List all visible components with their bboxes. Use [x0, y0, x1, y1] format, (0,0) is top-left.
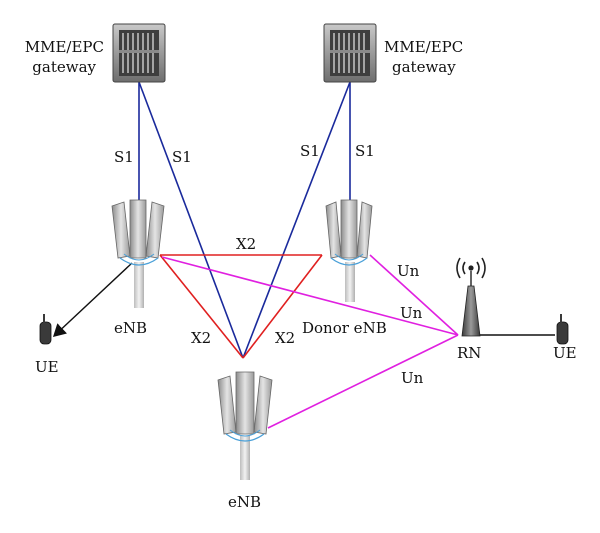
- gateway-left-icon: [112, 23, 166, 83]
- s1-left-diagonal-label: S1: [172, 148, 192, 166]
- x2-top-label: X2: [236, 235, 256, 253]
- relay-node-antenna-icon: [456, 257, 486, 337]
- gateway-left-label-line1: MME/EPC: [25, 38, 104, 56]
- s1-right-diagonal-label: S1: [300, 142, 320, 160]
- donor-enb-tower-icon: [325, 199, 373, 302]
- s1-link-right-diagonal: [242, 81, 351, 359]
- un-bottom-enb-label: Un: [401, 369, 424, 387]
- gateway-right-icon: [323, 23, 377, 83]
- enb-bottom-label: eNB: [228, 493, 261, 511]
- s1-right-vertical-label: S1: [355, 142, 375, 160]
- gateway-right-label-line2: gateway: [392, 58, 456, 76]
- gateway-left-label-line2: gateway: [32, 58, 96, 76]
- enb-left-label: eNB: [114, 319, 147, 337]
- un-donor-label: Un: [397, 262, 420, 280]
- x2-left-label: X2: [191, 329, 211, 347]
- enb-left-tower-icon: [111, 199, 165, 308]
- un-link-donor: [369, 254, 459, 336]
- x2-right-label: X2: [275, 329, 295, 347]
- ue-left-label: UE: [35, 358, 59, 376]
- un-link-left-enb: [161, 256, 459, 336]
- donor-enb-label: Donor eNB: [302, 319, 387, 337]
- gateway-right-label-line1: MME/EPC: [384, 38, 463, 56]
- s1-left-vertical-label: S1: [114, 148, 134, 166]
- ue-right-label: UE: [553, 344, 577, 362]
- relay-node-label: RN: [457, 344, 481, 362]
- s1-link-left-diagonal: [138, 81, 244, 359]
- ue-link-left: [52, 262, 133, 337]
- un-left-enb-label: Un: [400, 304, 423, 322]
- un-link-bottom-enb: [267, 334, 459, 429]
- enb-bottom-tower-icon: [217, 371, 273, 480]
- ue-left-phone-icon: [39, 314, 52, 345]
- x2-link-left: [159, 254, 244, 359]
- x2-link-right: [242, 254, 323, 359]
- ue-right-phone-icon: [556, 314, 569, 345]
